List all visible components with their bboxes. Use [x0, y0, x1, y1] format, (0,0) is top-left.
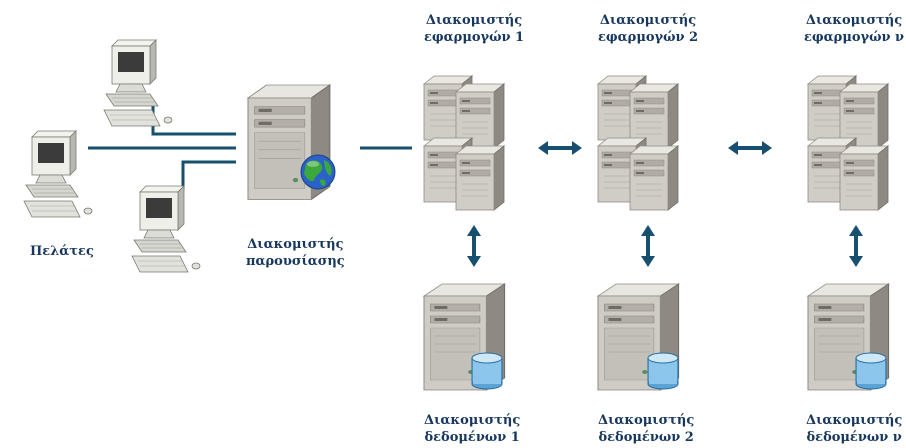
client-pc-icon-2 [23, 130, 93, 218]
app-server-n-cluster-icon [808, 76, 888, 210]
app-server-2-label: Διακομιστής εφαρμογών 2 [598, 13, 699, 45]
app-server-2-cluster-icon [598, 76, 678, 210]
double-arrow-icon-tier-1 [465, 223, 483, 269]
app-server-1-cluster-icon [424, 76, 504, 210]
clients-label: Πελάτες [30, 244, 94, 259]
globe-icon [300, 154, 336, 190]
presentation-server-label: Διακομιστής παρουσίασης [246, 237, 345, 269]
client-pc-icon-3 [131, 185, 201, 273]
double-arrow-icon-app-1-2 [536, 139, 584, 157]
client-pc-icon-1 [103, 39, 173, 127]
double-arrow-icon-tier-n [847, 223, 865, 269]
double-arrow-icon-app-2-n [726, 139, 774, 157]
app-server-n-label: Διακομιστής εφαρμογών ν [804, 13, 905, 45]
database-icon-1 [471, 352, 503, 390]
app-server-1-label: Διακομιστής εφαρμογών 1 [424, 13, 525, 45]
database-icon-2 [647, 352, 679, 390]
database-icon-n [855, 352, 887, 390]
data-server-n-label: Διακομιστής δεδομένων ν [806, 413, 903, 445]
double-arrow-icon-tier-2 [639, 223, 657, 269]
data-server-2-label: Διακομιστής δεδομένων 2 [598, 413, 695, 445]
data-server-1-label: Διακομιστής δεδομένων 1 [424, 413, 521, 445]
